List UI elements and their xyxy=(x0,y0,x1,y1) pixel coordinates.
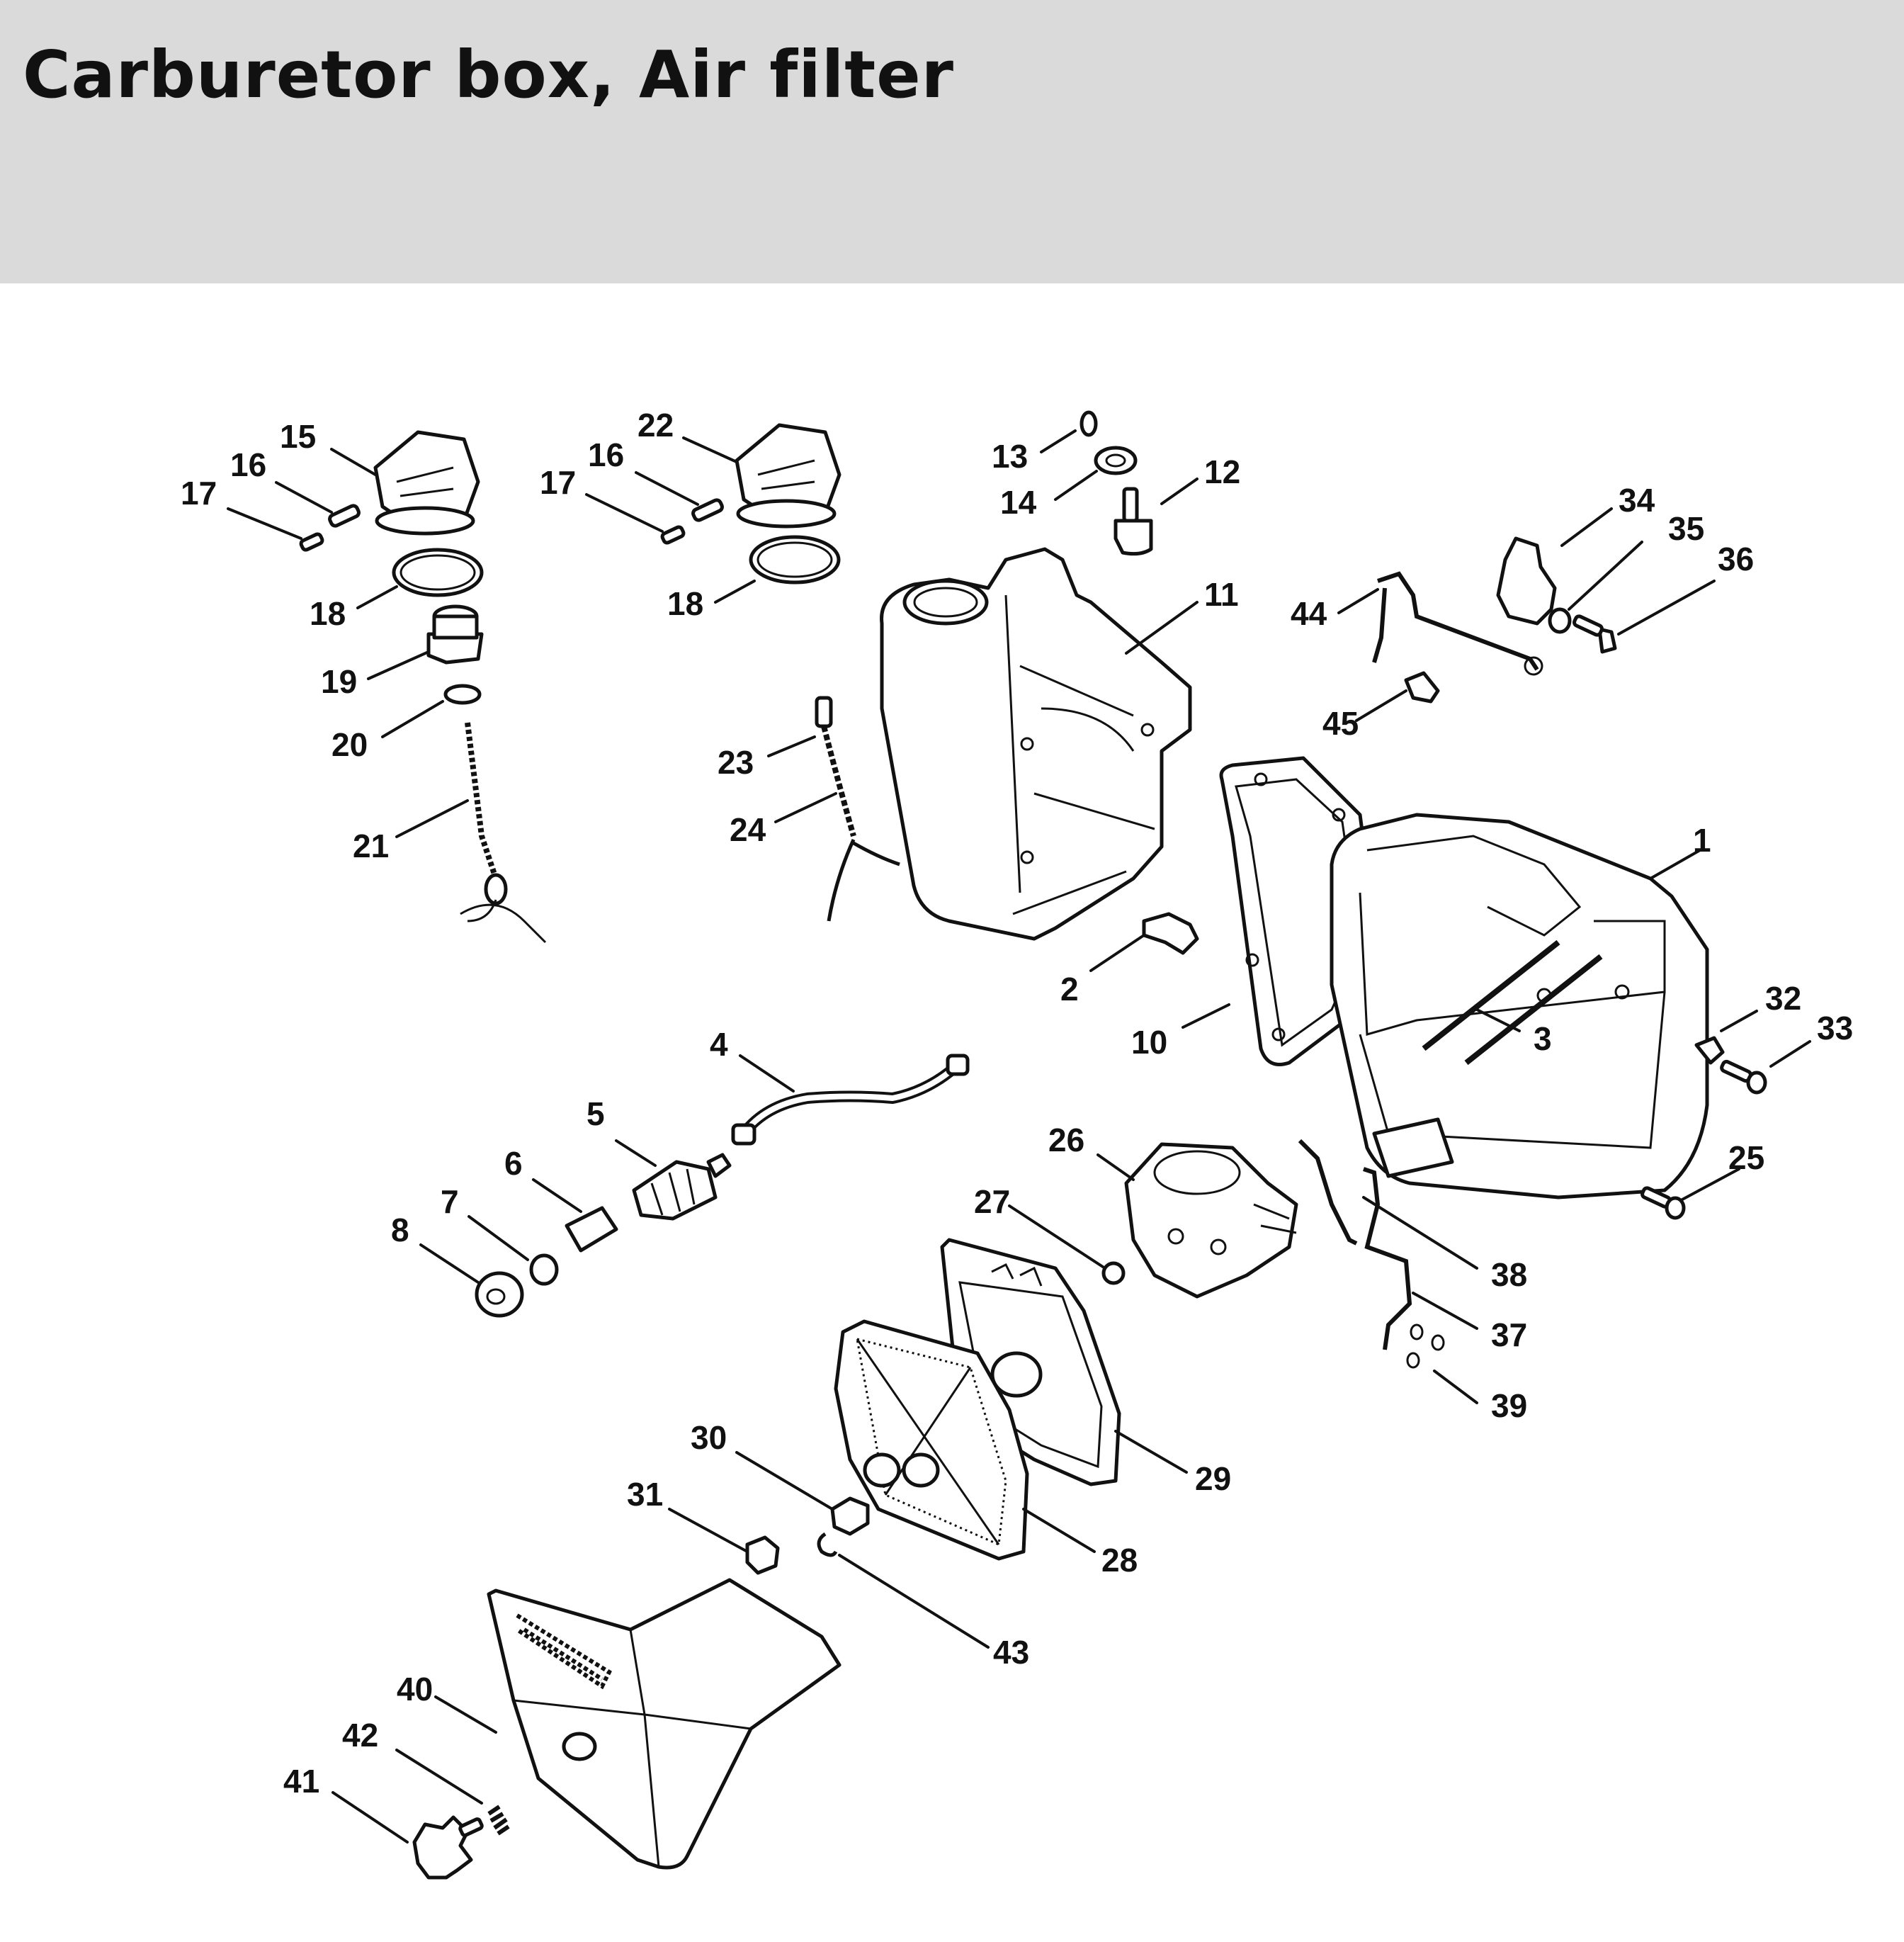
leader-lines xyxy=(227,429,1811,1844)
label-18-left: 18 xyxy=(310,595,346,632)
label-3: 3 xyxy=(1534,1020,1552,1057)
washer-14 xyxy=(1094,446,1138,475)
label-19: 19 xyxy=(321,663,357,700)
valve-12 xyxy=(1114,487,1153,556)
washer-35 xyxy=(1548,607,1572,634)
pin-17-right xyxy=(660,525,686,545)
label-39: 39 xyxy=(1491,1387,1527,1424)
label-43: 43 xyxy=(993,1634,1029,1671)
label-5: 5 xyxy=(586,1095,605,1132)
label-25: 25 xyxy=(1728,1139,1764,1176)
label-35: 35 xyxy=(1668,510,1704,547)
label-20: 20 xyxy=(332,726,368,763)
label-41: 41 xyxy=(283,1763,319,1800)
label-10: 10 xyxy=(1131,1024,1167,1061)
filter-cover-40 xyxy=(487,1578,842,1870)
ring-43 xyxy=(817,1532,838,1557)
label-8: 8 xyxy=(391,1212,409,1248)
screw-25 xyxy=(1640,1186,1686,1220)
label-45: 45 xyxy=(1322,705,1359,742)
label-30: 30 xyxy=(691,1419,727,1456)
label-26: 26 xyxy=(1048,1122,1084,1158)
plug-13 xyxy=(1080,410,1098,437)
carburetor-box-11 xyxy=(880,547,1192,941)
label-4: 4 xyxy=(710,1026,728,1063)
pin-17-left xyxy=(299,532,324,552)
page-title: Carburetor box, Air filter xyxy=(23,37,955,113)
cap-7 xyxy=(529,1253,559,1286)
screw-45 xyxy=(1404,671,1440,704)
pin-16-right xyxy=(691,498,724,522)
o-ring-18-left xyxy=(392,548,484,597)
filter-disc-20 xyxy=(443,684,482,705)
lever-34 xyxy=(1496,536,1557,626)
pickup-chain-21 xyxy=(460,722,547,944)
label-36: 36 xyxy=(1718,541,1754,577)
label-1: 1 xyxy=(1693,822,1711,859)
label-29: 29 xyxy=(1195,1460,1231,1497)
nut-27 xyxy=(1101,1261,1126,1285)
grommet-8 xyxy=(475,1271,524,1318)
spring-42 xyxy=(487,1805,510,1836)
label-21: 21 xyxy=(353,828,389,864)
sleeve-6 xyxy=(565,1206,618,1253)
title-banner: Carburetor box, Air filter xyxy=(0,0,1904,283)
chain-24 xyxy=(821,725,900,922)
exploded-parts-diagram: 1 2 3 4 5 6 7 8 10 11 12 13 14 15 16 17 … xyxy=(0,283,1904,1938)
label-31: 31 xyxy=(627,1476,663,1513)
label-12: 12 xyxy=(1204,453,1240,490)
throttle-rod-37 xyxy=(1363,1167,1412,1350)
label-11: 11 xyxy=(1204,576,1239,613)
label-17-right: 17 xyxy=(540,464,576,501)
clips-39 xyxy=(1406,1323,1445,1369)
elbow-fitting-2 xyxy=(1142,912,1199,955)
label-44: 44 xyxy=(1291,595,1327,632)
label-27: 27 xyxy=(974,1183,1010,1220)
label-42: 42 xyxy=(342,1717,378,1754)
air-filter-28 xyxy=(834,1319,1029,1561)
carburetor-26 xyxy=(1124,1142,1298,1299)
nut-30 xyxy=(830,1496,870,1536)
label-38: 38 xyxy=(1491,1256,1527,1293)
tank-cap-22 xyxy=(735,423,842,529)
label-22: 22 xyxy=(638,407,674,444)
label-7: 7 xyxy=(441,1183,459,1220)
label-16-right: 16 xyxy=(588,436,624,473)
plate-32 xyxy=(1694,1036,1725,1065)
label-23: 23 xyxy=(718,744,754,781)
label-33: 33 xyxy=(1817,1010,1853,1046)
wire-rod-44 xyxy=(1372,571,1543,676)
o-ring-18-right xyxy=(749,535,841,585)
label-32: 32 xyxy=(1765,980,1801,1017)
retaining-strap-23 xyxy=(815,696,833,728)
part-number-labels: 1 2 3 4 5 6 7 8 10 11 12 13 14 15 16 17 … xyxy=(181,407,1853,1800)
filler-fitting-19 xyxy=(426,604,484,665)
label-2: 2 xyxy=(1060,971,1079,1007)
fuel-hose-4 xyxy=(731,1054,970,1146)
label-34: 34 xyxy=(1619,482,1655,519)
pin-16-left xyxy=(328,504,361,528)
screw-36 xyxy=(1572,614,1617,654)
carburetor-housing-1 xyxy=(1330,813,1709,1199)
screw-33 xyxy=(1720,1059,1767,1095)
label-16-left: 16 xyxy=(230,446,266,483)
knob-41 xyxy=(412,1815,484,1880)
label-28: 28 xyxy=(1101,1542,1138,1579)
label-14: 14 xyxy=(1000,484,1037,521)
label-6: 6 xyxy=(504,1145,523,1182)
label-37: 37 xyxy=(1491,1316,1527,1353)
screw-31 xyxy=(745,1535,780,1575)
choke-rod-38 xyxy=(1298,1139,1358,1246)
tank-cap-15 xyxy=(373,430,480,536)
label-15: 15 xyxy=(280,418,316,455)
label-13: 13 xyxy=(992,438,1028,475)
label-40: 40 xyxy=(397,1671,433,1707)
label-17-left: 17 xyxy=(181,475,217,512)
fuel-filter-5 xyxy=(632,1153,732,1221)
label-24: 24 xyxy=(730,811,766,848)
label-18-right: 18 xyxy=(667,585,703,622)
